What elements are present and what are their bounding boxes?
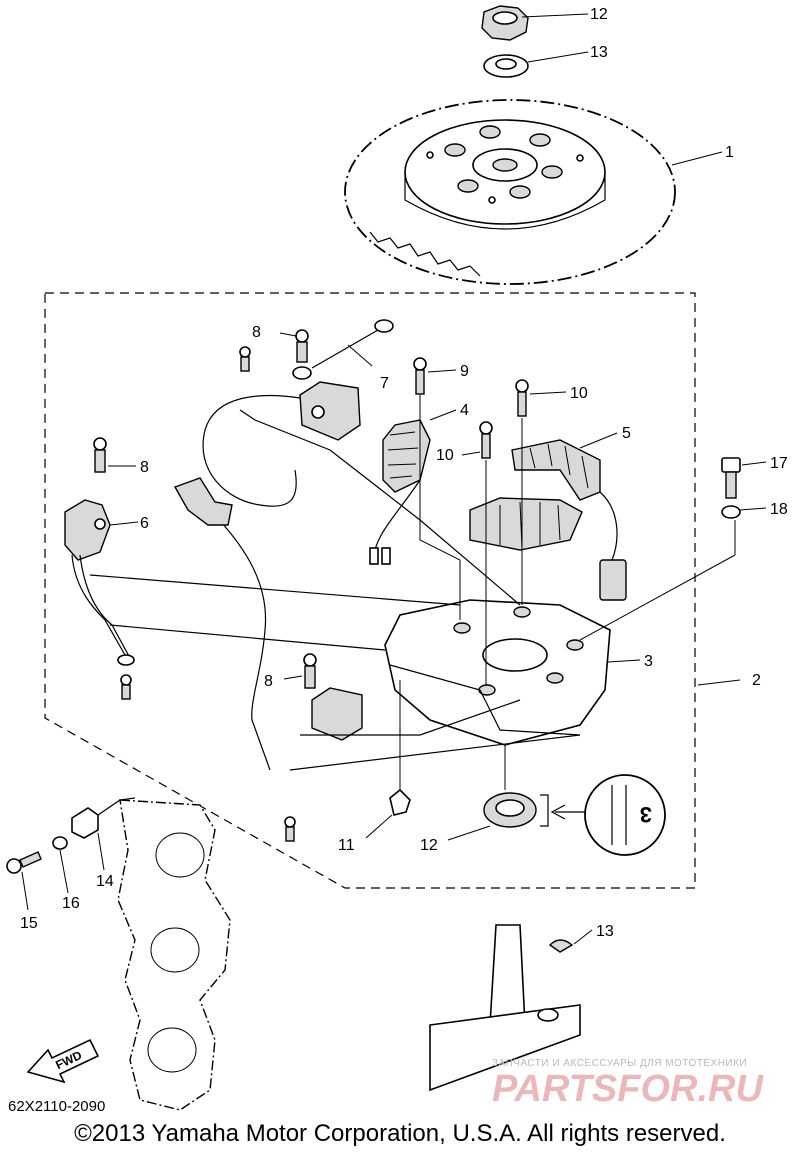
callout-4: 4 bbox=[460, 402, 469, 419]
terminal-connectors[interactable] bbox=[369, 547, 391, 565]
callout-10-a: 10 bbox=[570, 385, 588, 402]
cdi-unit[interactable] bbox=[311, 687, 363, 741]
alignment-lines bbox=[399, 395, 523, 795]
leader-lines bbox=[21, 13, 767, 945]
part-16-bracket[interactable] bbox=[71, 797, 136, 839]
part-1-flywheel[interactable] bbox=[344, 99, 676, 285]
callout-2: 2 bbox=[752, 672, 761, 689]
watermark-logo: PARTSFOR.RU bbox=[492, 1068, 763, 1110]
screw-small-b[interactable] bbox=[120, 674, 132, 700]
assembly-boundary bbox=[44, 292, 696, 889]
callout-10-b: 10 bbox=[436, 447, 454, 464]
callout-11: 11 bbox=[338, 837, 355, 854]
connector-right[interactable] bbox=[599, 559, 627, 601]
part-8-bolt-b[interactable] bbox=[93, 437, 107, 473]
callout-14: 12 bbox=[590, 6, 608, 23]
part-17-screw[interactable] bbox=[6, 851, 42, 874]
callout-12: 12 bbox=[420, 837, 438, 854]
crankshaft bbox=[429, 924, 581, 1092]
source-coil[interactable] bbox=[469, 497, 583, 551]
part-3-base-plate[interactable] bbox=[384, 599, 611, 746]
part-15-washer[interactable] bbox=[483, 54, 529, 78]
callout-3: 3 bbox=[644, 653, 653, 670]
callout-8-a: 8 bbox=[252, 324, 261, 341]
watermark-tagline: ЗАПЧАСТИ И АКСЕССУАРЫ ДЛЯ МОТОТЕХНИКИ bbox=[492, 1058, 748, 1069]
callout-5: 5 bbox=[622, 425, 631, 442]
fwd-arrow: FWD bbox=[26, 1038, 100, 1084]
connector-plug[interactable] bbox=[173, 477, 233, 526]
callout-13: 13 bbox=[596, 923, 614, 940]
part-8-bolt-c[interactable] bbox=[303, 653, 317, 689]
callout-16: 14 bbox=[96, 873, 114, 890]
callout-6: 6 bbox=[140, 515, 149, 532]
part-19-bolt[interactable] bbox=[721, 457, 741, 499]
seal-mark: 3 bbox=[640, 802, 652, 827]
wire-harness bbox=[89, 394, 618, 771]
part-18-washer[interactable] bbox=[52, 836, 68, 850]
part-13-woodruff-key[interactable] bbox=[548, 939, 574, 953]
ignition-coil-upper[interactable] bbox=[299, 381, 361, 441]
copyright-notice: ©2013 Yamaha Motor Corporation, U.S.A. A… bbox=[74, 1120, 726, 1147]
part-14-nut[interactable] bbox=[481, 5, 529, 41]
part-8-bolt-a[interactable] bbox=[295, 329, 309, 363]
part-10-screw-a[interactable] bbox=[515, 379, 529, 417]
part-5-lighting-coil[interactable] bbox=[511, 439, 601, 501]
callout-17: 15 bbox=[20, 915, 38, 932]
part-20-washer[interactable] bbox=[721, 505, 741, 519]
callout-9: 9 bbox=[460, 363, 469, 380]
callout-labels: 12 13 1 2 3 4 5 6 7 8 8 8 9 10 10 11 12 … bbox=[20, 6, 788, 940]
callout-1: 1 bbox=[725, 144, 734, 161]
seal-detail-callout bbox=[540, 774, 666, 856]
part-4-charge-coil[interactable] bbox=[382, 419, 431, 493]
part-10-screw-b[interactable] bbox=[479, 421, 493, 459]
callout-8-b: 8 bbox=[140, 459, 149, 476]
diagram-code: 62X2110-2090 bbox=[8, 1098, 106, 1115]
screw-small-c[interactable] bbox=[284, 816, 296, 842]
callout-15: 13 bbox=[590, 44, 608, 61]
callout-20: 18 bbox=[770, 501, 788, 518]
part-9-screw[interactable] bbox=[413, 357, 427, 395]
callout-8-c: 8 bbox=[264, 673, 273, 690]
part-6-pulser-coil[interactable] bbox=[64, 499, 135, 666]
callout-19: 17 bbox=[770, 455, 788, 472]
part-7-ground-lead[interactable] bbox=[292, 319, 394, 380]
part-11-clamp[interactable] bbox=[389, 788, 411, 816]
callout-18: 16 bbox=[62, 895, 80, 912]
part-12-oil-seal[interactable] bbox=[483, 792, 537, 828]
callout-7: 7 bbox=[380, 375, 389, 392]
screw-small-a[interactable] bbox=[239, 346, 251, 372]
engine-block-outline bbox=[117, 799, 231, 1111]
